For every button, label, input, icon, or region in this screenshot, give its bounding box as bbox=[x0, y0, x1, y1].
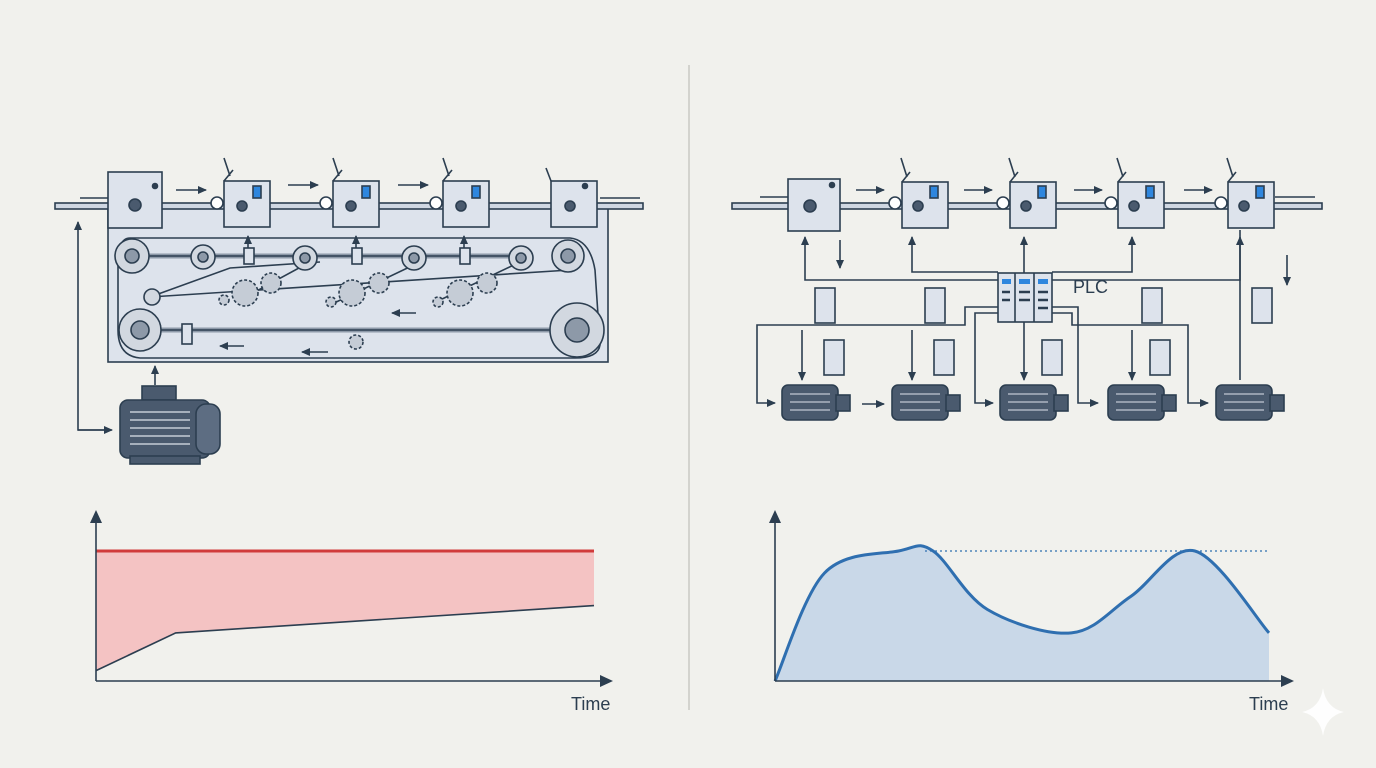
pulley-lower-right bbox=[549, 302, 605, 358]
left-diagram bbox=[54, 157, 644, 465]
pulley-lower-left bbox=[118, 308, 162, 352]
right-chart-area bbox=[775, 545, 1269, 681]
station-right-5 bbox=[1214, 157, 1275, 229]
station-1 bbox=[107, 171, 163, 229]
plc-label: PLC bbox=[1073, 277, 1108, 297]
left-chart: Time bbox=[90, 510, 613, 714]
pulley-upper-left bbox=[114, 238, 150, 274]
left-chart-x-label: Time bbox=[571, 694, 610, 714]
main-motor-icon bbox=[119, 385, 221, 465]
motor-icons bbox=[781, 384, 1285, 421]
station-right-4 bbox=[1104, 157, 1165, 229]
vfd-drives bbox=[814, 287, 1273, 376]
station-right-3 bbox=[996, 157, 1057, 229]
sparkle-icon bbox=[1302, 688, 1344, 736]
left-chart-area bbox=[96, 551, 594, 671]
station-2 bbox=[210, 157, 271, 228]
right-chart-x-label: Time bbox=[1249, 694, 1288, 714]
right-chart: Time bbox=[769, 510, 1294, 714]
station-right-2 bbox=[888, 157, 949, 229]
station-4 bbox=[429, 157, 490, 228]
pulley-upper-right bbox=[551, 239, 585, 273]
right-diagram bbox=[731, 157, 1323, 421]
left-chart-demand-line bbox=[95, 604, 595, 672]
station-3 bbox=[319, 157, 380, 228]
right-chart-variable-line bbox=[773, 544, 1271, 682]
station-5 bbox=[545, 167, 598, 228]
station-right-1 bbox=[787, 178, 841, 232]
gear-set bbox=[218, 272, 498, 350]
plc-controller bbox=[997, 272, 1053, 323]
